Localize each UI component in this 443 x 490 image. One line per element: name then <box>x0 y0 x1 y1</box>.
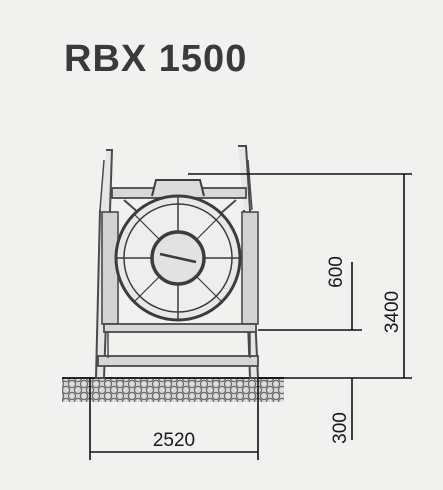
dimension-width: 2520 <box>153 430 195 451</box>
dimension-depth-below-ground: 300 <box>330 412 351 444</box>
dimension-height-upper: 600 <box>326 256 347 288</box>
dimension-lines <box>89 173 412 460</box>
ground-soil <box>62 377 284 402</box>
product-title: RBX 1500 <box>64 38 248 80</box>
drum <box>114 179 242 322</box>
dimension-height-total: 3400 <box>382 291 403 333</box>
